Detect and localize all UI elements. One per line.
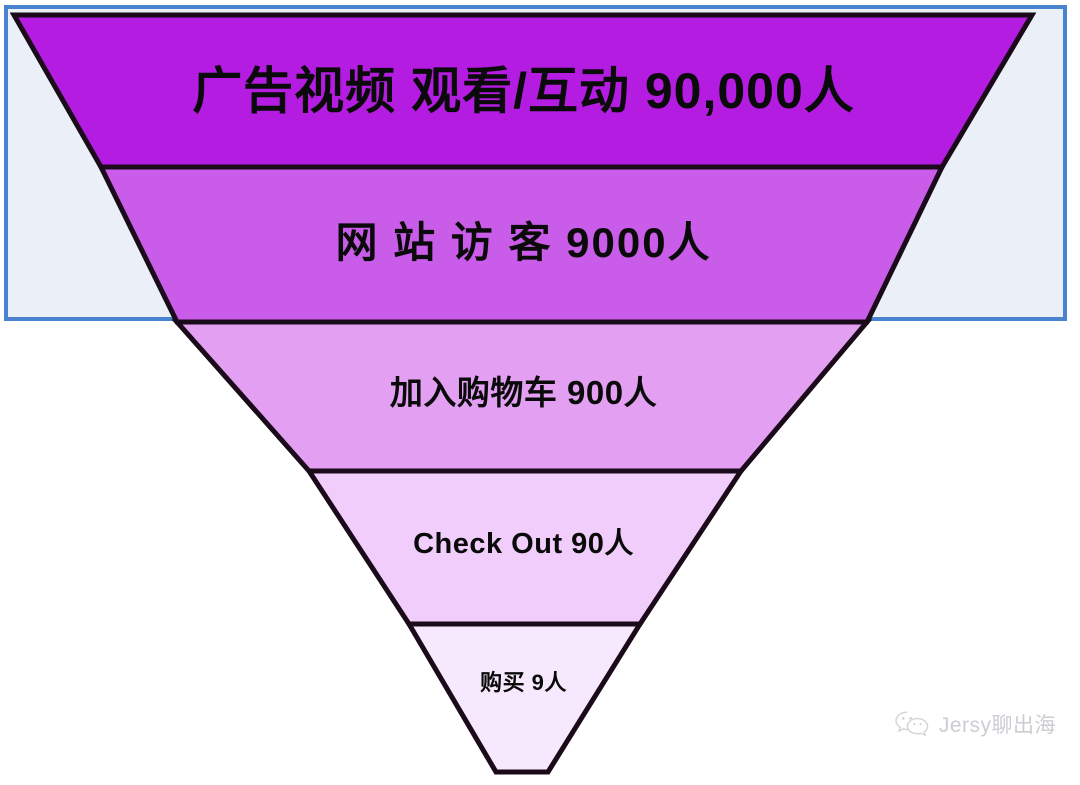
wechat-icon	[894, 709, 930, 739]
watermark: Jersy聊出海	[894, 709, 1056, 739]
watermark-text: Jersy聊出海	[938, 714, 1056, 737]
funnel-band-2-label: 网 站 访 客 9000人	[335, 219, 712, 266]
funnel-band-3-label: 加入购物车 900人	[389, 374, 658, 411]
funnel-band-5[interactable]	[404, 621, 645, 775]
funnel-band-5-label: 购买 9人	[480, 670, 567, 695]
funnel-band-1-label: 广告视频 观看/互动 90,000人	[192, 63, 855, 119]
funnel-band-4-label: Check Out 90人	[413, 528, 634, 560]
